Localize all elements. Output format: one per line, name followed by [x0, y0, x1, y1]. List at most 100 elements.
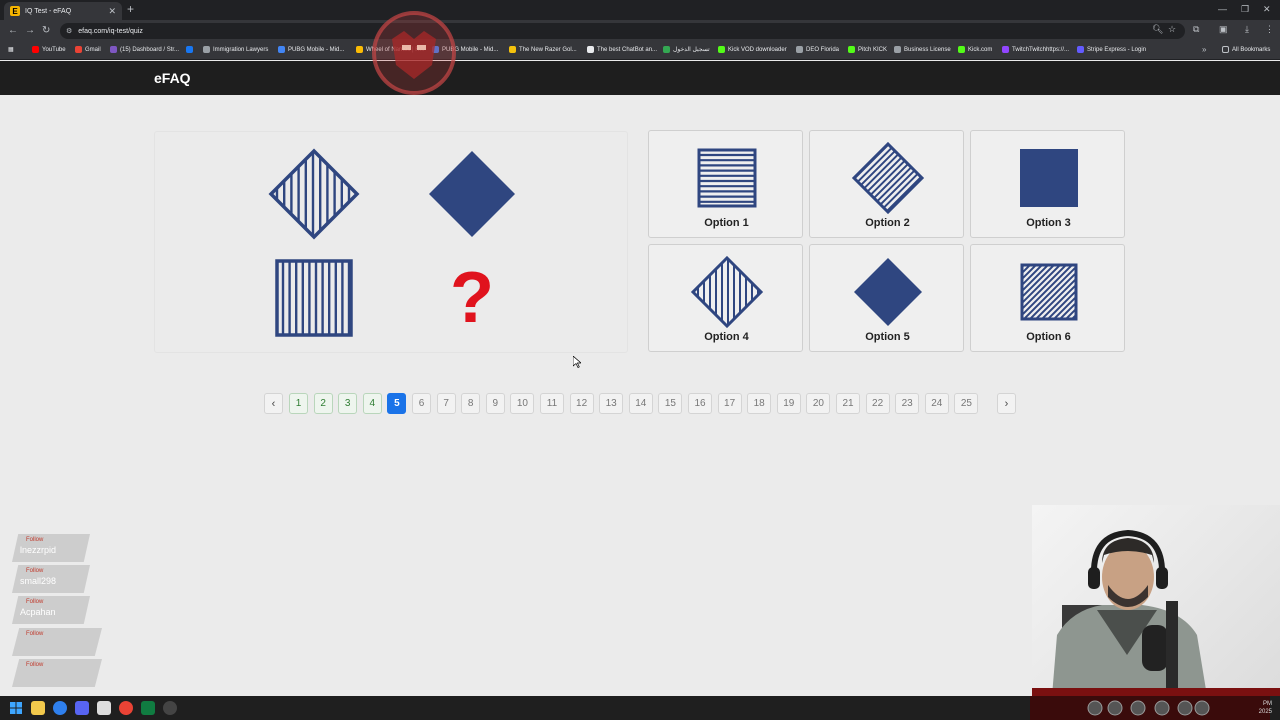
site-logo[interactable]: eFAQ — [154, 70, 191, 86]
pagination-prev-button[interactable]: ‹ — [264, 393, 283, 414]
bookmark-item[interactable] — [186, 46, 196, 53]
pagination-page-23[interactable]: 23 — [895, 393, 920, 414]
pagination-page-15[interactable]: 15 — [658, 393, 683, 414]
bookmarks-bar: ▦ » All Bookmarks YouTube Gmail (15) Dashb… — [0, 42, 1280, 60]
pagination-page-22[interactable]: 22 — [865, 393, 890, 414]
excel-icon[interactable] — [141, 701, 155, 715]
follow-alert: Follow — [12, 628, 102, 656]
pagination-page-14[interactable]: 14 — [628, 393, 653, 414]
bookmark-item[interactable]: The New Razer Gol... — [509, 46, 577, 53]
pagination-page-20[interactable]: 20 — [806, 393, 831, 414]
pagination-page-9[interactable]: 9 — [485, 393, 505, 414]
extensions-icon[interactable]: ⧉ — [1193, 24, 1200, 34]
pagination-page-16[interactable]: 16 — [688, 393, 712, 414]
file-explorer-icon[interactable] — [31, 701, 45, 715]
download-icon[interactable]: ⤓ — [1245, 24, 1249, 34]
store-icon[interactable] — [97, 701, 111, 715]
option-card-4[interactable]: Option 4 — [648, 244, 803, 352]
pagination-page-11[interactable]: 11 — [540, 393, 564, 414]
menu-kebab-icon[interactable]: ⋮ — [1265, 24, 1274, 34]
forward-arrow-icon[interactable]: → — [25, 25, 35, 36]
all-bookmarks[interactable]: All Bookmarks — [1222, 46, 1270, 53]
bookmark-item[interactable]: (15) Dashboard / Str... — [110, 46, 179, 53]
pagination-page-6[interactable]: 6 — [412, 393, 431, 414]
apps-grid-icon[interactable]: ▦ — [8, 47, 14, 53]
option-card-3[interactable]: Option 3 — [970, 130, 1125, 238]
pagination-page-24[interactable]: 24 — [924, 393, 949, 414]
pagination-next-button[interactable]: › — [997, 393, 1016, 414]
restore-icon[interactable]: ❐ — [1241, 4, 1250, 14]
bookmark-label: (15) Dashboard / Str... — [120, 46, 180, 53]
option-label: Option 2 — [865, 217, 910, 229]
bookmark-item[interactable]: Kick VOD downloader — [718, 46, 787, 53]
follower-name: Acpahan — [20, 607, 56, 617]
bookmark-item[interactable]: PUBG Mobile - Mid... — [432, 46, 498, 53]
question-mark: ? — [450, 258, 494, 338]
url-bar[interactable]: ⚙ efaq.com/iq-test/quiz — [60, 23, 1185, 39]
system-clock[interactable]: PM 2025 — [1258, 701, 1272, 715]
bookmark-item[interactable]: Stripe Express - Login — [1077, 46, 1146, 53]
more-bookmarks-chevron-icon[interactable]: » — [1202, 45, 1207, 54]
pagination-page-25[interactable]: 25 — [954, 393, 979, 414]
zoom-icon[interactable]: 🔍︎ — [1152, 24, 1164, 34]
reload-icon[interactable]: ↻ — [42, 25, 51, 36]
discord-icon[interactable] — [75, 701, 89, 715]
bookmark-item[interactable]: Gmail — [75, 46, 101, 53]
bookmark-item[interactable]: تسجيل الدخول — [663, 46, 710, 53]
site-info-icon[interactable]: ⚙ — [66, 28, 73, 35]
option-card-6[interactable]: Option 6 — [970, 244, 1125, 352]
bookmark-star-icon[interactable]: ☆ — [1168, 24, 1177, 34]
bookmark-label: The New Razer Gol... — [519, 46, 577, 53]
new-tab-plus-icon[interactable]: + — [127, 2, 135, 16]
minimize-icon[interactable]: — — [1218, 4, 1227, 14]
pagination-page-2[interactable]: 2 — [313, 393, 333, 414]
bookmark-item[interactable]: YouTube — [32, 46, 66, 53]
edge-icon[interactable] — [53, 701, 67, 715]
bookmark-item[interactable]: Pitch KICK — [848, 46, 887, 53]
option-label: Option 6 — [1026, 331, 1071, 343]
app-icon[interactable] — [163, 701, 177, 715]
pagination-page-13[interactable]: 13 — [599, 393, 624, 414]
option-card-1[interactable]: Option 1 — [648, 130, 803, 238]
windows-start-icon[interactable] — [9, 701, 23, 715]
pagination-page-8[interactable]: 8 — [461, 393, 481, 414]
pagination-page-21[interactable]: 21 — [836, 393, 860, 414]
option-card-2[interactable]: Option 2 — [809, 130, 964, 238]
bookmark-item[interactable]: PUBG Mobile - Mid... — [278, 46, 344, 53]
pagination-page-17[interactable]: 17 — [717, 393, 742, 414]
option-label: Option 3 — [1026, 217, 1071, 229]
back-arrow-icon[interactable]: ← — [8, 25, 18, 36]
pagination-page-4[interactable]: 4 — [362, 393, 382, 414]
tab-active[interactable]: E IQ Test - eFAQ ✕ — [4, 2, 122, 20]
bookmark-item[interactable]: Business License — [894, 46, 951, 53]
bookmark-item[interactable]: Immigration Lawyers — [203, 46, 268, 53]
bookmark-item[interactable]: Kick.com — [958, 46, 992, 53]
follow-tag: Follow — [26, 568, 44, 574]
option-card-5[interactable]: Option 5 — [809, 244, 964, 352]
pagination-page-19[interactable]: 19 — [776, 393, 801, 414]
bookmark-label: Pitch KICK — [858, 46, 888, 53]
bookmark-favicon-icon — [1077, 46, 1084, 53]
pagination-page-3[interactable]: 3 — [338, 393, 358, 414]
pagination-page-18[interactable]: 18 — [747, 393, 772, 414]
pagination-page-5[interactable]: 5 — [387, 393, 407, 414]
sidebar-icon[interactable]: ▣ — [1219, 24, 1228, 34]
close-icon[interactable]: ✕ — [108, 5, 116, 16]
bookmark-label: PUBG Mobile - Mid... — [442, 46, 499, 53]
address-toolbar: ← → ↻ ⚙ efaq.com/iq-test/quiz 🔍︎ ☆ ⧉ ▣ ⤓… — [0, 20, 1280, 42]
pagination-page-7[interactable]: 7 — [436, 393, 456, 414]
pagination-page-1[interactable]: 1 — [289, 393, 308, 414]
option-label: Option 4 — [704, 331, 749, 343]
bookmark-favicon-icon — [1002, 46, 1009, 53]
bookmark-item[interactable]: DEO Florida — [796, 46, 839, 53]
bookmark-item[interactable]: TwitchTwitchhttps://... — [1002, 46, 1069, 53]
chrome-icon[interactable] — [119, 701, 133, 715]
pagination-page-10[interactable]: 10 — [510, 393, 535, 414]
option-label: Option 1 — [704, 217, 749, 229]
windows-taskbar: PM 2025 — [0, 696, 1280, 720]
pagination-page-12[interactable]: 12 — [569, 393, 594, 414]
window-close-icon[interactable]: ✕ — [1263, 4, 1271, 14]
bookmark-item[interactable]: The best ChatBot an... — [587, 46, 657, 53]
matrix-cell-diamond-vertical-stripes — [264, 144, 364, 244]
diamond-vertical-stripes-icon — [268, 148, 360, 240]
